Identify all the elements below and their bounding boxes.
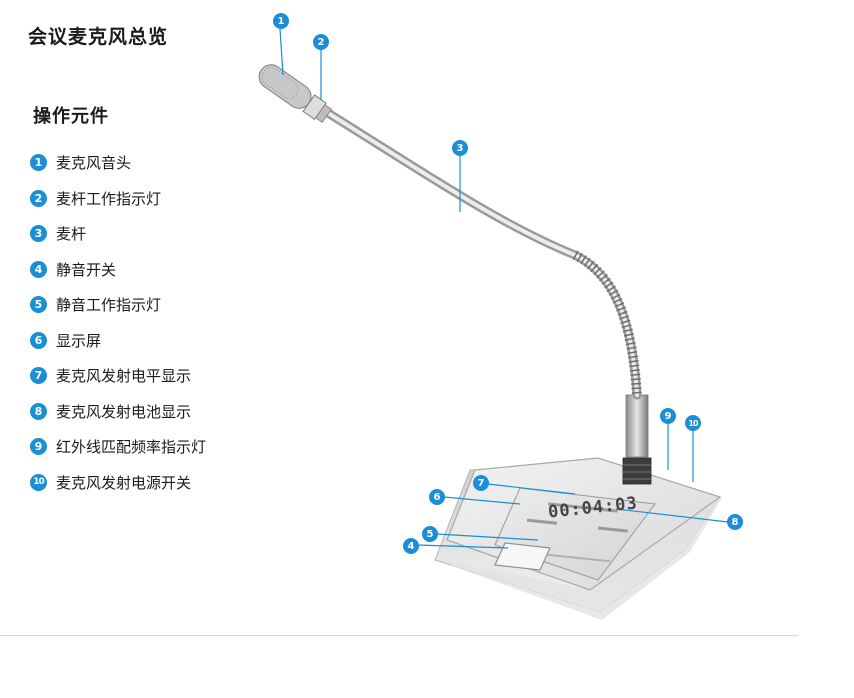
number-badge: 10 (30, 473, 47, 491)
legend-item: 5 静音工作指示灯 (30, 287, 206, 323)
callout-9: 9 (660, 408, 676, 424)
callout-6: 6 (429, 489, 445, 505)
number-badge: 6 (30, 331, 47, 349)
legend-item: 2 麦杆工作指示灯 (30, 181, 206, 217)
legend-label: 麦克风音头 (56, 154, 132, 173)
section-title: 操作元件 (33, 106, 109, 127)
gooseneck-stem (315, 103, 642, 400)
legend-item: 4 静音开关 (30, 252, 206, 288)
legend-label: 静音工作指示灯 (56, 296, 162, 315)
callout-8: 8 (727, 514, 743, 530)
number-badge: 7 (30, 367, 47, 385)
number-badge: 1 (30, 154, 47, 172)
number-badge: 2 (30, 189, 47, 207)
callout-1: 1 (273, 13, 289, 29)
legend-item: 7 麦克风发射电平显示 (30, 358, 206, 394)
legend-label: 麦克风发射电平显示 (56, 367, 192, 386)
callout-5: 5 (422, 526, 438, 542)
legend-label: 麦克风发射电源开关 (56, 473, 192, 492)
callout-leaders (279, 28, 729, 549)
callout-2: 2 (313, 34, 329, 50)
legend-item: 9 红外线匹配频率指示灯 (30, 429, 206, 465)
legend-label: 麦克风发射电池显示 (56, 402, 192, 421)
microphone-head (258, 64, 333, 123)
stem-connector (622, 394, 652, 485)
number-badge: 5 (30, 296, 47, 314)
legend-label: 静音开关 (56, 260, 117, 279)
legend-item: 6 显示屏 (30, 323, 206, 359)
page-title: 会议麦克风总览 (28, 26, 169, 48)
callout-7: 7 (473, 475, 489, 491)
legend-item: 1 麦克风音头 (30, 145, 206, 181)
number-badge: 4 (30, 260, 47, 278)
mute-button (494, 542, 551, 571)
number-badge: 8 (30, 402, 47, 420)
callout-3: 3 (452, 140, 468, 156)
legend-item: 3 麦杆 (30, 216, 206, 252)
legend-item: 10 麦克风发射电源开关 (30, 465, 206, 501)
legend-label: 麦杆 (56, 225, 87, 244)
legend-label: 麦杆工作指示灯 (56, 189, 162, 208)
callout-4: 4 (403, 538, 419, 554)
callout-10: 10 (685, 415, 701, 431)
legend-label: 红外线匹配频率指示灯 (56, 438, 207, 457)
number-badge: 9 (30, 438, 47, 456)
legend-label: 显示屏 (56, 331, 102, 350)
bottom-divider (0, 635, 798, 636)
legend-item: 8 麦克风发射电池显示 (30, 394, 206, 430)
number-badge: 3 (30, 225, 47, 243)
